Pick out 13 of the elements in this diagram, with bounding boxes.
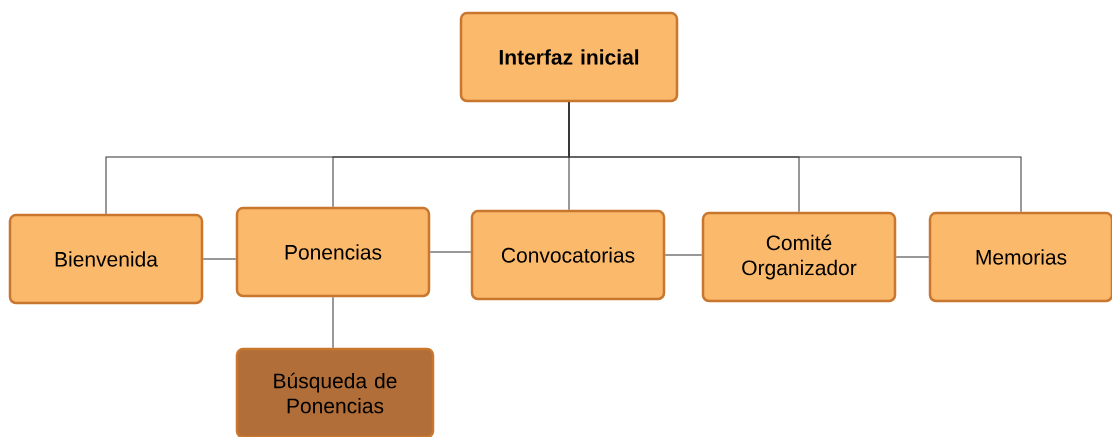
menu-box: Convocatorias xyxy=(470,209,666,301)
menu-box: Comité Organizador xyxy=(701,211,897,303)
connector-line xyxy=(895,256,930,258)
menu-box: Ponencias xyxy=(235,206,431,298)
connector-line xyxy=(429,251,472,253)
menu-box: Interfaz inicial xyxy=(459,11,679,103)
menu-box: Bienvenida xyxy=(8,213,204,305)
menu-box: Búsqueda de Ponencias xyxy=(235,347,435,437)
connector-line xyxy=(202,258,237,260)
menu-box: Memorias xyxy=(928,211,1112,303)
connector-line xyxy=(332,296,334,349)
connector-line xyxy=(664,254,703,256)
connector-line xyxy=(568,101,1022,213)
